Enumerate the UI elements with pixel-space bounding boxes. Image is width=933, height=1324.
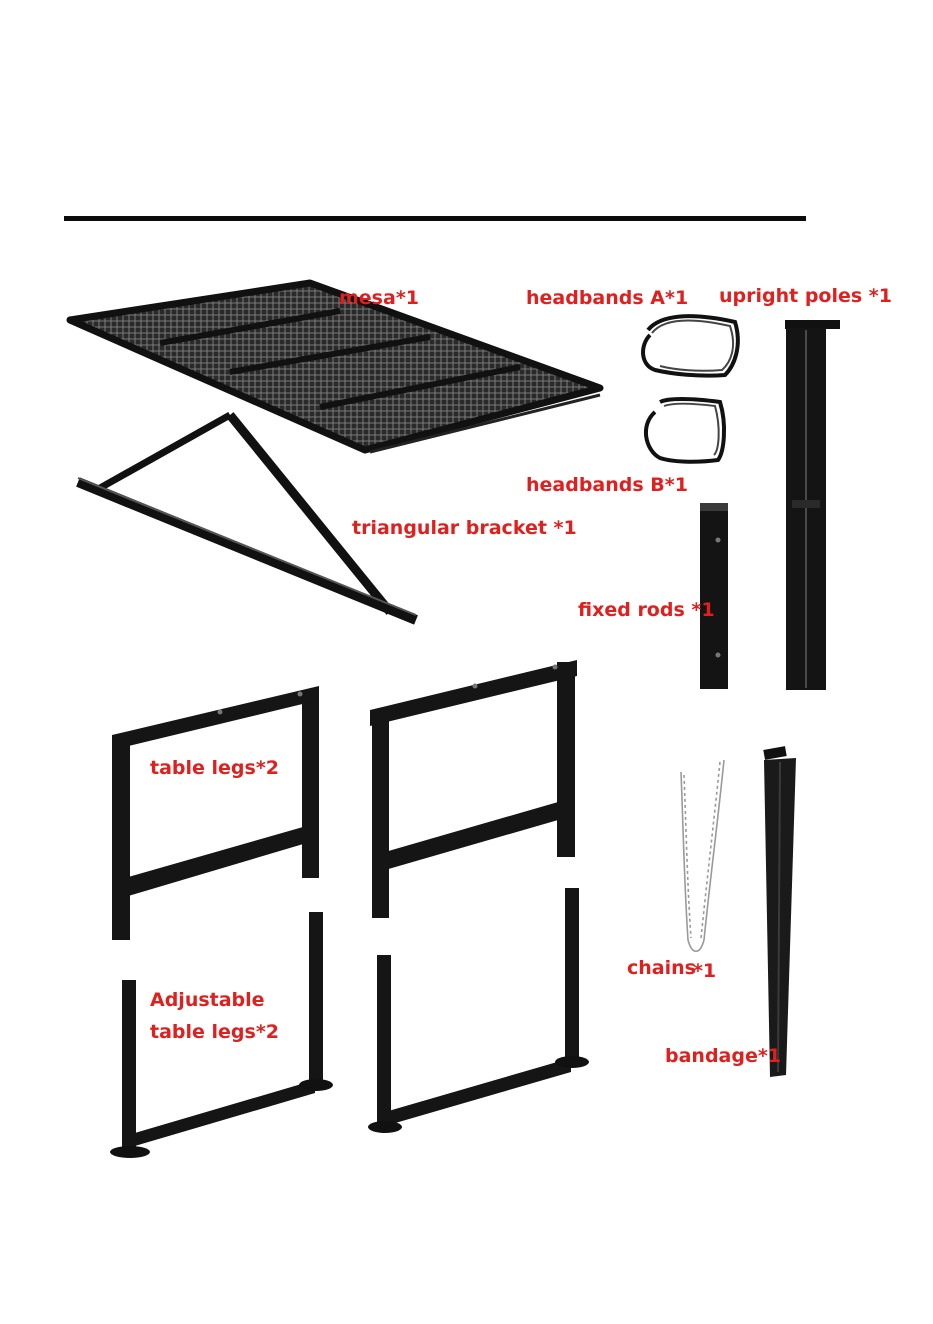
label-headband-b: headbands B*1 <box>526 476 688 495</box>
table-leg-1 <box>112 686 319 940</box>
label-headband-a: headbands A*1 <box>526 289 688 308</box>
upright-pole <box>785 320 840 690</box>
label-triangular-bracket: triangular bracket *1 <box>352 519 577 538</box>
headband-a <box>643 316 738 375</box>
chain <box>681 760 724 951</box>
table-leg-2 <box>370 660 577 918</box>
label-table-legs: table legs*2 <box>150 759 279 778</box>
label-adjustable-line1: Adjustable <box>150 991 265 1010</box>
label-bandage: bandage*1 <box>665 1047 781 1066</box>
label-adjustable-line2: table legs*2 <box>150 1023 279 1042</box>
label-fixed-rods: fixed rods *1 <box>578 601 715 620</box>
label-upright-poles: upright poles *1 <box>719 287 892 306</box>
fixed-rod <box>700 503 728 689</box>
headband-b <box>646 399 724 462</box>
label-mesa: mesa*1 <box>339 289 419 308</box>
bandage-strap <box>763 746 796 1077</box>
label-chains-quantity: *1 <box>693 962 716 981</box>
mesa-table-top <box>70 283 600 452</box>
adjustable-table-leg-2 <box>368 888 589 1133</box>
label-chains: chains <box>627 959 696 978</box>
